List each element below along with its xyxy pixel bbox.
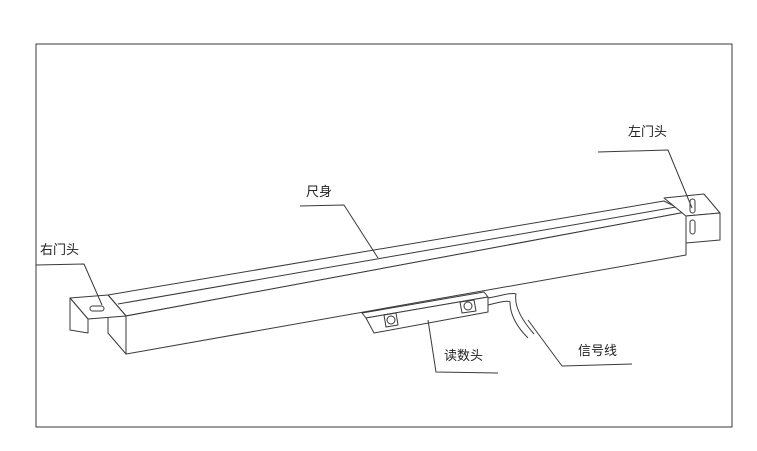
label-right-door-head: 右门头 bbox=[40, 243, 79, 258]
left-door-head-slot-top bbox=[689, 198, 696, 214]
label-ruler-body: 尺身 bbox=[306, 184, 332, 200]
reading-head bbox=[361, 291, 489, 334]
reading-head-front bbox=[365, 296, 489, 334]
left-door-head-slot-front bbox=[689, 219, 696, 235]
leader-signal-line bbox=[527, 319, 633, 367]
drawing-border bbox=[35, 43, 733, 428]
reading-head-nut-left bbox=[383, 312, 399, 328]
ruler-body-edge bbox=[117, 206, 677, 305]
signal-cable-outer bbox=[487, 293, 535, 335]
right-door-head-slot bbox=[89, 305, 105, 312]
left-door-head-bracket bbox=[663, 193, 721, 244]
leader-right-door-head bbox=[35, 263, 103, 306]
right-door-head-bracket bbox=[69, 294, 127, 334]
ruler-body bbox=[107, 200, 687, 355]
left-door-head-flange bbox=[685, 212, 721, 244]
right-door-head-flange bbox=[69, 297, 89, 334]
reading-head-nut-right bbox=[459, 299, 477, 314]
leader-reading-head bbox=[427, 319, 499, 374]
label-signal-line: 信号线 bbox=[578, 344, 617, 359]
reading-head-bolt-left bbox=[386, 315, 396, 325]
leader-left-door-head bbox=[597, 149, 693, 209]
signal-cable-inner bbox=[487, 300, 529, 339]
label-left-door-head: 左门头 bbox=[628, 125, 667, 140]
reading-head-bolt-right bbox=[463, 301, 473, 311]
label-reading-head: 读数头 bbox=[444, 349, 483, 364]
leader-ruler-body bbox=[299, 204, 379, 259]
